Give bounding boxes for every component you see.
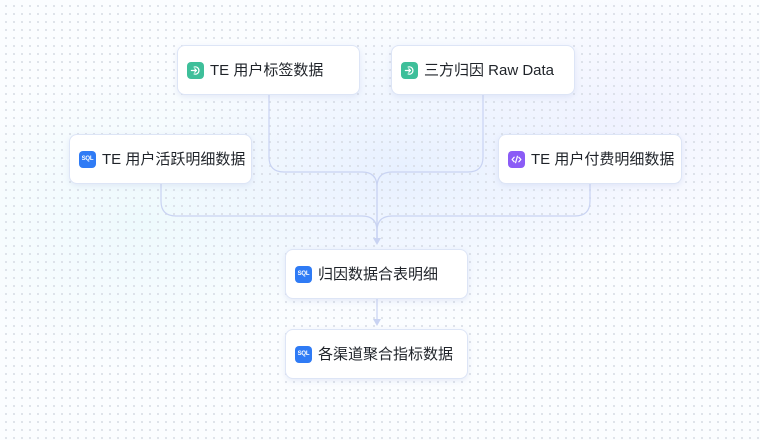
edge-te-user-payment-to-merged (376, 184, 591, 240)
node-attribution-merged[interactable]: SQL 归因数据合表明细 (285, 249, 468, 299)
node-label: TE 用户活跃明细数据 (102, 150, 246, 168)
node-label: TE 用户标签数据 (210, 61, 324, 79)
node-label: TE 用户付费明细数据 (531, 150, 675, 168)
node-te-user-activity[interactable]: SQL TE 用户活跃明细数据 (69, 134, 252, 184)
sql-icon: SQL (295, 345, 312, 363)
node-label: 三方归因 Raw Data (424, 61, 555, 79)
node-channel-metrics[interactable]: SQL 各渠道聚合指标数据 (285, 329, 468, 379)
node-te-user-tags[interactable]: TE 用户标签数据 (177, 45, 360, 95)
edge-te-user-activity-to-merged (160, 184, 378, 240)
import-icon (401, 61, 418, 79)
edge-third-party-to-merged (376, 95, 484, 240)
node-te-user-payment[interactable]: TE 用户付费明细数据 (498, 134, 682, 184)
sql-icon: SQL (295, 265, 312, 283)
node-label: 归因数据合表明细 (318, 265, 439, 283)
code-icon (508, 150, 525, 168)
sql-icon: SQL (79, 150, 96, 168)
edge-te-user-tags-to-merged (268, 95, 378, 240)
import-icon (187, 61, 204, 79)
node-label: 各渠道聚合指标数据 (318, 345, 454, 363)
node-third-party-attribution[interactable]: 三方归因 Raw Data (391, 45, 575, 95)
arrowhead-merged (373, 238, 381, 245)
arrowhead-channel-metrics (373, 319, 381, 326)
